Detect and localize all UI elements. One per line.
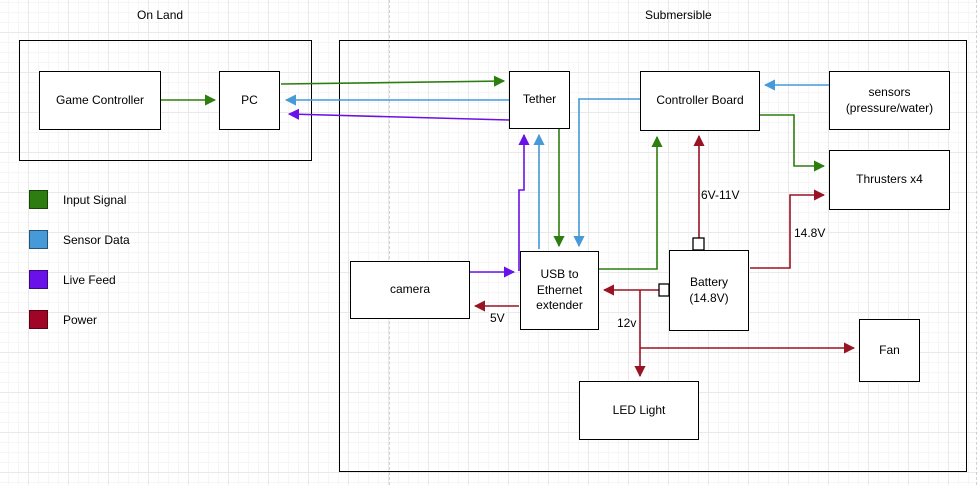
live-feed-swatch — [29, 270, 48, 289]
node-game-controller[interactable]: Game Controller — [39, 71, 161, 130]
node-fan[interactable]: Fan — [859, 319, 920, 382]
node-label: Thrusters x4 — [856, 172, 923, 187]
node-label: LED Light — [612, 402, 666, 417]
label-5v: 5V — [489, 311, 506, 325]
edge-pc-to-tether[interactable] — [280, 75, 506, 87]
node-label-line1: sensors — [868, 84, 911, 99]
battery-top-terminal — [692, 237, 705, 251]
battery-left-terminal — [658, 283, 670, 297]
legend-label: Sensor Data — [63, 232, 130, 247]
node-label: camera — [389, 282, 430, 297]
edge-controllerboard-to-thrusters[interactable] — [760, 114, 826, 172]
node-battery[interactable]: Battery (14.8V) — [669, 250, 749, 331]
label-12v: 12v — [616, 316, 638, 330]
node-usb-ethernet-extender[interactable]: USB to Ethernet extender — [520, 251, 599, 330]
node-label-line2: (pressure/water) — [845, 100, 934, 115]
edge-tether-to-pc-livefeed[interactable] — [287, 108, 510, 121]
legend-label: Live Feed — [63, 272, 116, 287]
page-separator-line — [389, 0, 390, 485]
node-label-line2: (14.8V) — [689, 290, 729, 305]
node-pc[interactable]: PC — [219, 71, 280, 130]
node-label: Fan — [879, 342, 900, 357]
node-camera[interactable]: camera — [350, 261, 470, 319]
node-label-line2: Ethernet — [536, 282, 583, 297]
legend-label: Power — [63, 312, 98, 327]
node-tether[interactable]: Tether — [509, 71, 570, 129]
node-controller-board[interactable]: Controller Board — [640, 71, 760, 131]
page-separator-line — [976, 0, 977, 485]
label-14-8v: 14.8V — [793, 226, 827, 240]
node-label: PC — [241, 92, 258, 107]
node-label-line1: USB to — [540, 267, 579, 282]
sensor-data-swatch — [29, 230, 48, 249]
edge-battery-to-thrusters-power[interactable] — [750, 189, 826, 269]
submersible-title: Submersible — [645, 8, 712, 22]
legend-item-input-signal: Input Signal — [29, 190, 126, 209]
power-swatch — [29, 310, 48, 329]
node-thrusters[interactable]: Thrusters x4 — [829, 150, 950, 210]
on-land-title: On Land — [137, 8, 184, 22]
label-6v-11v: 6V-11V — [700, 188, 741, 202]
node-label-line3: extender — [536, 298, 583, 313]
input-signal-swatch — [29, 190, 48, 209]
legend-item-sensor-data: Sensor Data — [29, 230, 130, 249]
node-label-line1: Battery — [689, 274, 728, 289]
edge-camera-to-tether-livefeed[interactable] — [518, 133, 530, 271]
node-label: Tether — [522, 92, 557, 107]
node-label: Controller Board — [656, 93, 744, 108]
node-led-light[interactable]: LED Light — [579, 381, 699, 440]
node-label: Game Controller — [55, 92, 145, 107]
submersible-container[interactable] — [339, 40, 967, 472]
edge-controllerboard-to-usb-sensor[interactable] — [573, 98, 640, 248]
node-sensors[interactable]: sensors (pressure/water) — [829, 71, 950, 130]
legend-item-power: Power — [29, 310, 97, 329]
legend-label: Input Signal — [63, 192, 127, 207]
edge-usb-to-controllerboard[interactable] — [599, 135, 663, 270]
legend-item-live-feed: Live Feed — [29, 270, 116, 289]
